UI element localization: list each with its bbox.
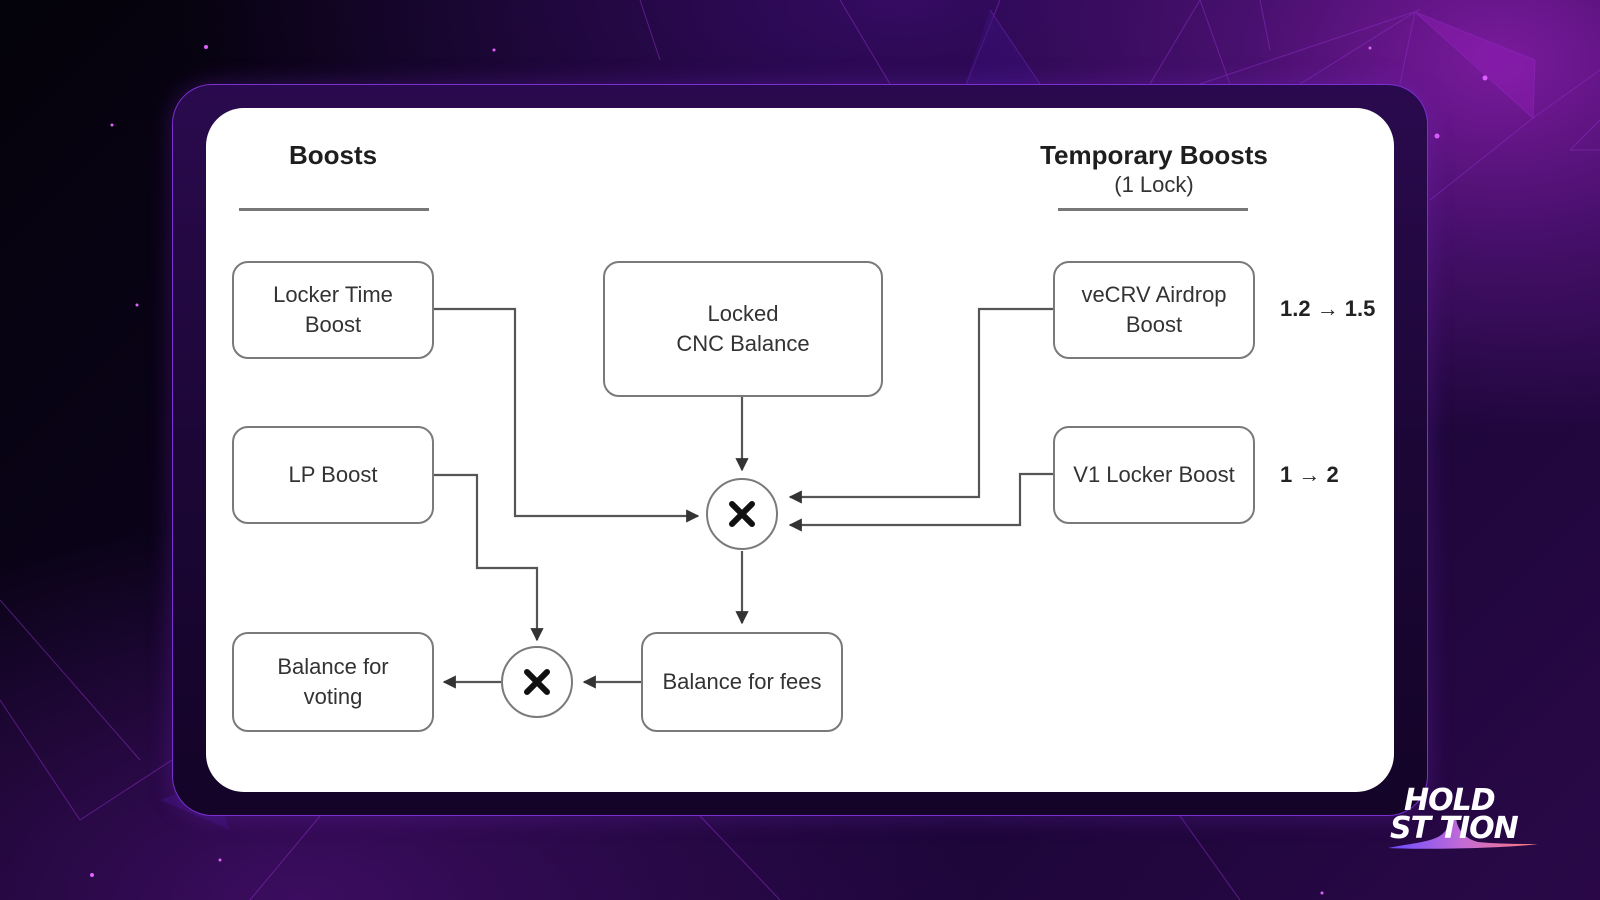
temporary-boosts-underline — [1058, 208, 1248, 211]
logo-text-station: ST TION — [1390, 811, 1519, 846]
holdstation-logo: HOLD ST TION — [1388, 786, 1538, 856]
logo-text-hold: HOLD — [1404, 783, 1496, 818]
multiply-operator-voting — [501, 646, 573, 718]
edge-locker-time-to-multiply — [434, 307, 700, 523]
logo-swoosh-icon — [1388, 816, 1538, 849]
vecrv-ratio-label: 1.2 → 1.5 — [1280, 296, 1376, 321]
edge-vecrv-to-multiply — [788, 307, 1053, 504]
temporary-boosts-subheading: (1 Lock) — [1114, 172, 1194, 197]
node-v1-locker-boost: V1 Locker Boost — [1053, 426, 1255, 524]
v1-locker-ratio-label: 1 → 2 — [1280, 462, 1339, 487]
node-balance-for-voting: Balance for voting — [232, 632, 434, 732]
node-vecrv-airdrop-boost: veCRV Airdrop Boost — [1053, 261, 1255, 359]
boosts-underline — [239, 208, 429, 211]
node-lp-boost: LP Boost — [232, 426, 434, 524]
node-locked-cnc-balance: Locked CNC Balance — [603, 261, 883, 397]
multiply-operator-main — [706, 478, 778, 550]
multiply-icon — [729, 501, 755, 527]
edge-v1-locker-to-multiply — [788, 472, 1053, 532]
edge-lp-to-voting-multiply — [434, 473, 544, 642]
temporary-boosts-heading: Temporary Boosts — [1040, 140, 1268, 170]
node-locker-time-boost: Locker Time Boost — [232, 261, 434, 359]
multiply-icon — [524, 669, 550, 695]
boosts-heading: Boosts — [288, 140, 378, 170]
node-balance-for-fees: Balance for fees — [641, 632, 843, 732]
